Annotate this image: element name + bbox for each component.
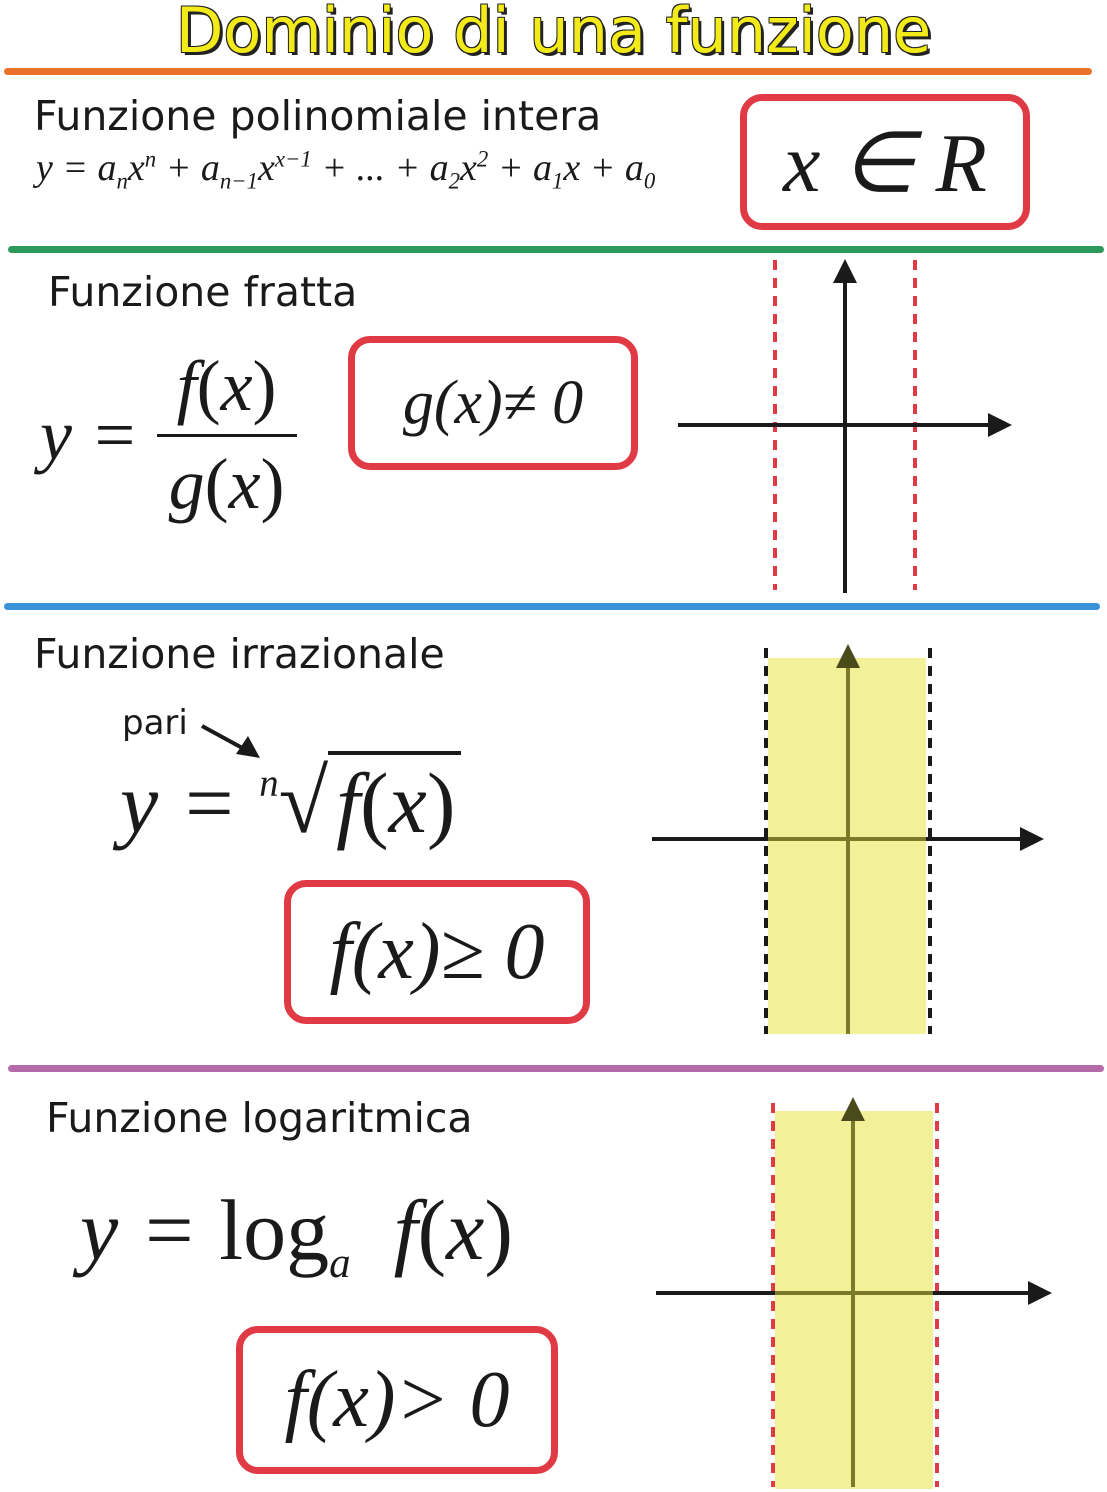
graph-irrazionale (652, 644, 1044, 1034)
divider-irrazionale (4, 603, 1100, 610)
formula-polinomiale: y = anxn + an−1xx−1 + ... + a2x2 + a1x +… (36, 146, 656, 194)
heading-irrazionale: Funzione irrazionale (34, 630, 445, 678)
y-axis-arrow-icon (841, 1097, 865, 1121)
domain-box-polinomiale: x ∈ R (740, 94, 1030, 230)
annotation-pari: pari (122, 703, 188, 743)
formula-irrazionale: y = n√f(x) (120, 750, 462, 854)
formula-logaritmica: y = loga f(x) (80, 1182, 513, 1288)
condition-logaritmica: f(x)> 0 (284, 1355, 510, 1444)
x-axis-arrow-icon (988, 413, 1012, 437)
divider-logaritmica (8, 1065, 1104, 1072)
divider-fratta (8, 246, 1104, 253)
page-title: Dominio di una funzione (175, 0, 932, 67)
condition-irrazionale: f(x)≥ 0 (329, 907, 545, 996)
heading-polinomiale: Funzione polinomiale intera (34, 92, 602, 140)
x-axis-arrow-icon (1020, 827, 1044, 851)
divider-polinomiale (4, 68, 1092, 75)
y-axis-arrow-icon (833, 259, 857, 283)
condition-polinomiale: x ∈ R (783, 116, 987, 210)
condition-fratta: g(x)≠ 0 (402, 368, 584, 437)
x-axis-arrow-icon (1028, 1281, 1052, 1305)
heading-fratta: Funzione fratta (48, 268, 358, 316)
pari-arrow-icon (201, 724, 260, 758)
domain-box-irrazionale: f(x)≥ 0 (284, 880, 590, 1024)
formula-fratta: y = f(x) g(x) (40, 345, 297, 526)
heading-logaritmica: Funzione logaritmica (46, 1094, 473, 1142)
y-axis-arrow-icon (836, 644, 860, 668)
graph-logaritmica (656, 1097, 1052, 1489)
domain-box-logaritmica: f(x)> 0 (236, 1326, 558, 1474)
graph-fratta (678, 259, 1012, 593)
domain-box-fratta: g(x)≠ 0 (348, 336, 638, 470)
